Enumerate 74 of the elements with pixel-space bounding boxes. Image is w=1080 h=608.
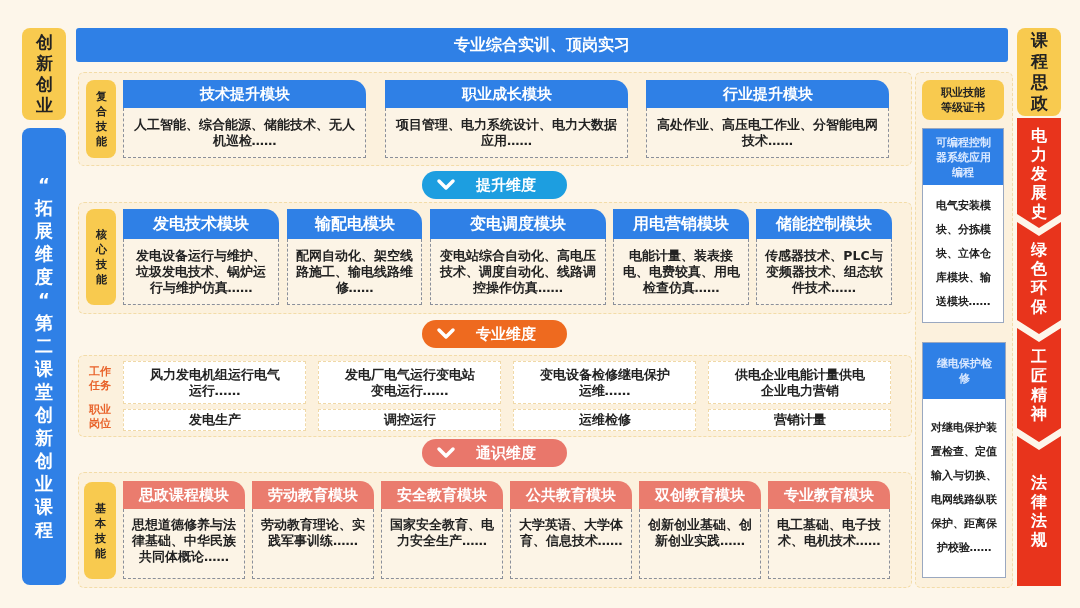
chevron-band: 绿色环保 [1017, 222, 1061, 334]
task-cell: 供电企业电能计量供电企业电力营销 [708, 361, 891, 404]
module-description: 思想道德修养与法律基础、中华民族共同体概论…… [123, 509, 245, 579]
module-description: 劳动教育理论、实践军事训练…… [252, 509, 374, 579]
module-description: 高处作业、高压电工作业、分智能电网技术…… [646, 108, 889, 158]
module-card [123, 209, 279, 305]
module-title: 继电保护检修 [923, 343, 1005, 399]
chevron-band: 工匠精神 [1017, 328, 1061, 442]
module-description: 国家安全教育、电力安全生产…… [381, 509, 503, 579]
module-card [123, 80, 366, 158]
module-title: 安全教育模块 [381, 481, 503, 509]
module-title: 职业成长模块 [385, 80, 628, 108]
task-cell: 运维检修 [513, 409, 696, 431]
task-cell: 风力发电机组运行电气运行…… [123, 361, 306, 404]
module-card [639, 481, 761, 579]
module-title: 变电调度模块 [430, 209, 606, 239]
module-title: 公共教育模块 [510, 481, 632, 509]
task-cell: 营销计量 [708, 409, 891, 431]
module-card [646, 80, 889, 158]
module-card [613, 209, 749, 305]
dimension-label: 通识维度 [476, 443, 536, 463]
module-card [768, 481, 890, 579]
task-cell: 调控运行 [318, 409, 501, 431]
module-title: 专业教育模块 [768, 481, 890, 509]
module-description: 大学英语、大学体育、信息技术…… [510, 509, 632, 579]
chevron-band: 法律法规 [1017, 436, 1061, 586]
module-description: 配网自动化、架空线路施工、输电线路维修…… [287, 239, 422, 305]
module-description: 电能计量、装表接电、电费较真、用电检查仿真…… [613, 239, 749, 305]
skill-tab: 复合技能 [86, 80, 116, 158]
dimension-pill [422, 439, 567, 467]
dimension-label: 提升维度 [476, 175, 536, 195]
task-cell: 发电生产 [123, 409, 306, 431]
row-label: 工作任务 [88, 365, 112, 393]
module-title: 双创教育模块 [639, 481, 761, 509]
module-card [430, 209, 606, 305]
module-description: 人工智能、综合能源、储能技术、无人机巡检…… [123, 108, 366, 158]
row-label: 职业岗位 [88, 403, 112, 431]
dimension-pill [422, 320, 567, 348]
module-title: 储能控制模块 [756, 209, 892, 239]
heading-tab: 创新创业 [22, 28, 66, 120]
module-title: 劳动教育模块 [252, 481, 374, 509]
module-title: 用电营销模块 [613, 209, 749, 239]
certificate-card [922, 342, 1006, 578]
skill-tab: 基本技能 [84, 482, 116, 579]
module-title: 行业提升模块 [646, 80, 889, 108]
chevron-band: 电力发展史 [1017, 118, 1061, 228]
certificate-card [922, 128, 1004, 323]
module-description: 项目管理、电力系统设计、电力大数据应用…… [385, 108, 628, 158]
module-title: 发电技术模块 [123, 209, 279, 239]
module-description: 电工基础、电子技术、电机技术…… [768, 509, 890, 579]
module-description: 创新创业基础、创新创业实践…… [639, 509, 761, 579]
certificate-tab: 职业技能等级证书 [922, 80, 1004, 120]
module-title: 可编程控制器系统应用编程 [923, 129, 1003, 185]
module-title: 思政课程模块 [123, 481, 245, 509]
heading-tab: 课程思政 [1017, 28, 1061, 116]
dimension-label: 专业维度 [476, 324, 536, 344]
task-cell: 变电设备检修继电保护运维…… [513, 361, 696, 404]
module-card [385, 80, 628, 158]
task-cell: 发电厂电气运行变电站变电运行…… [318, 361, 501, 404]
module-description: 传感器技术、PLC与变频器技术、组态软件技术…… [756, 239, 892, 305]
side-banner: “拓展维度“第二课堂创新创业课程 [22, 128, 66, 585]
module-title: 技术提升模块 [123, 80, 366, 108]
module-card [756, 209, 892, 305]
module-card [287, 209, 422, 305]
module-card [252, 481, 374, 579]
module-description: 变电站综合自动化、高电压技术、调度自动化、线路调控操作仿真…… [430, 239, 606, 305]
module-card [381, 481, 503, 579]
module-description: 发电设备运行与维护、垃圾发电技术、锅炉运行与维护仿真…… [123, 239, 279, 305]
module-card [123, 481, 245, 579]
module-card [510, 481, 632, 579]
skill-tab: 核心技能 [86, 209, 116, 305]
module-title: 输配电模块 [287, 209, 422, 239]
top-banner: 专业综合实训、顶岗实习 [76, 28, 1008, 62]
dimension-pill [422, 171, 567, 199]
